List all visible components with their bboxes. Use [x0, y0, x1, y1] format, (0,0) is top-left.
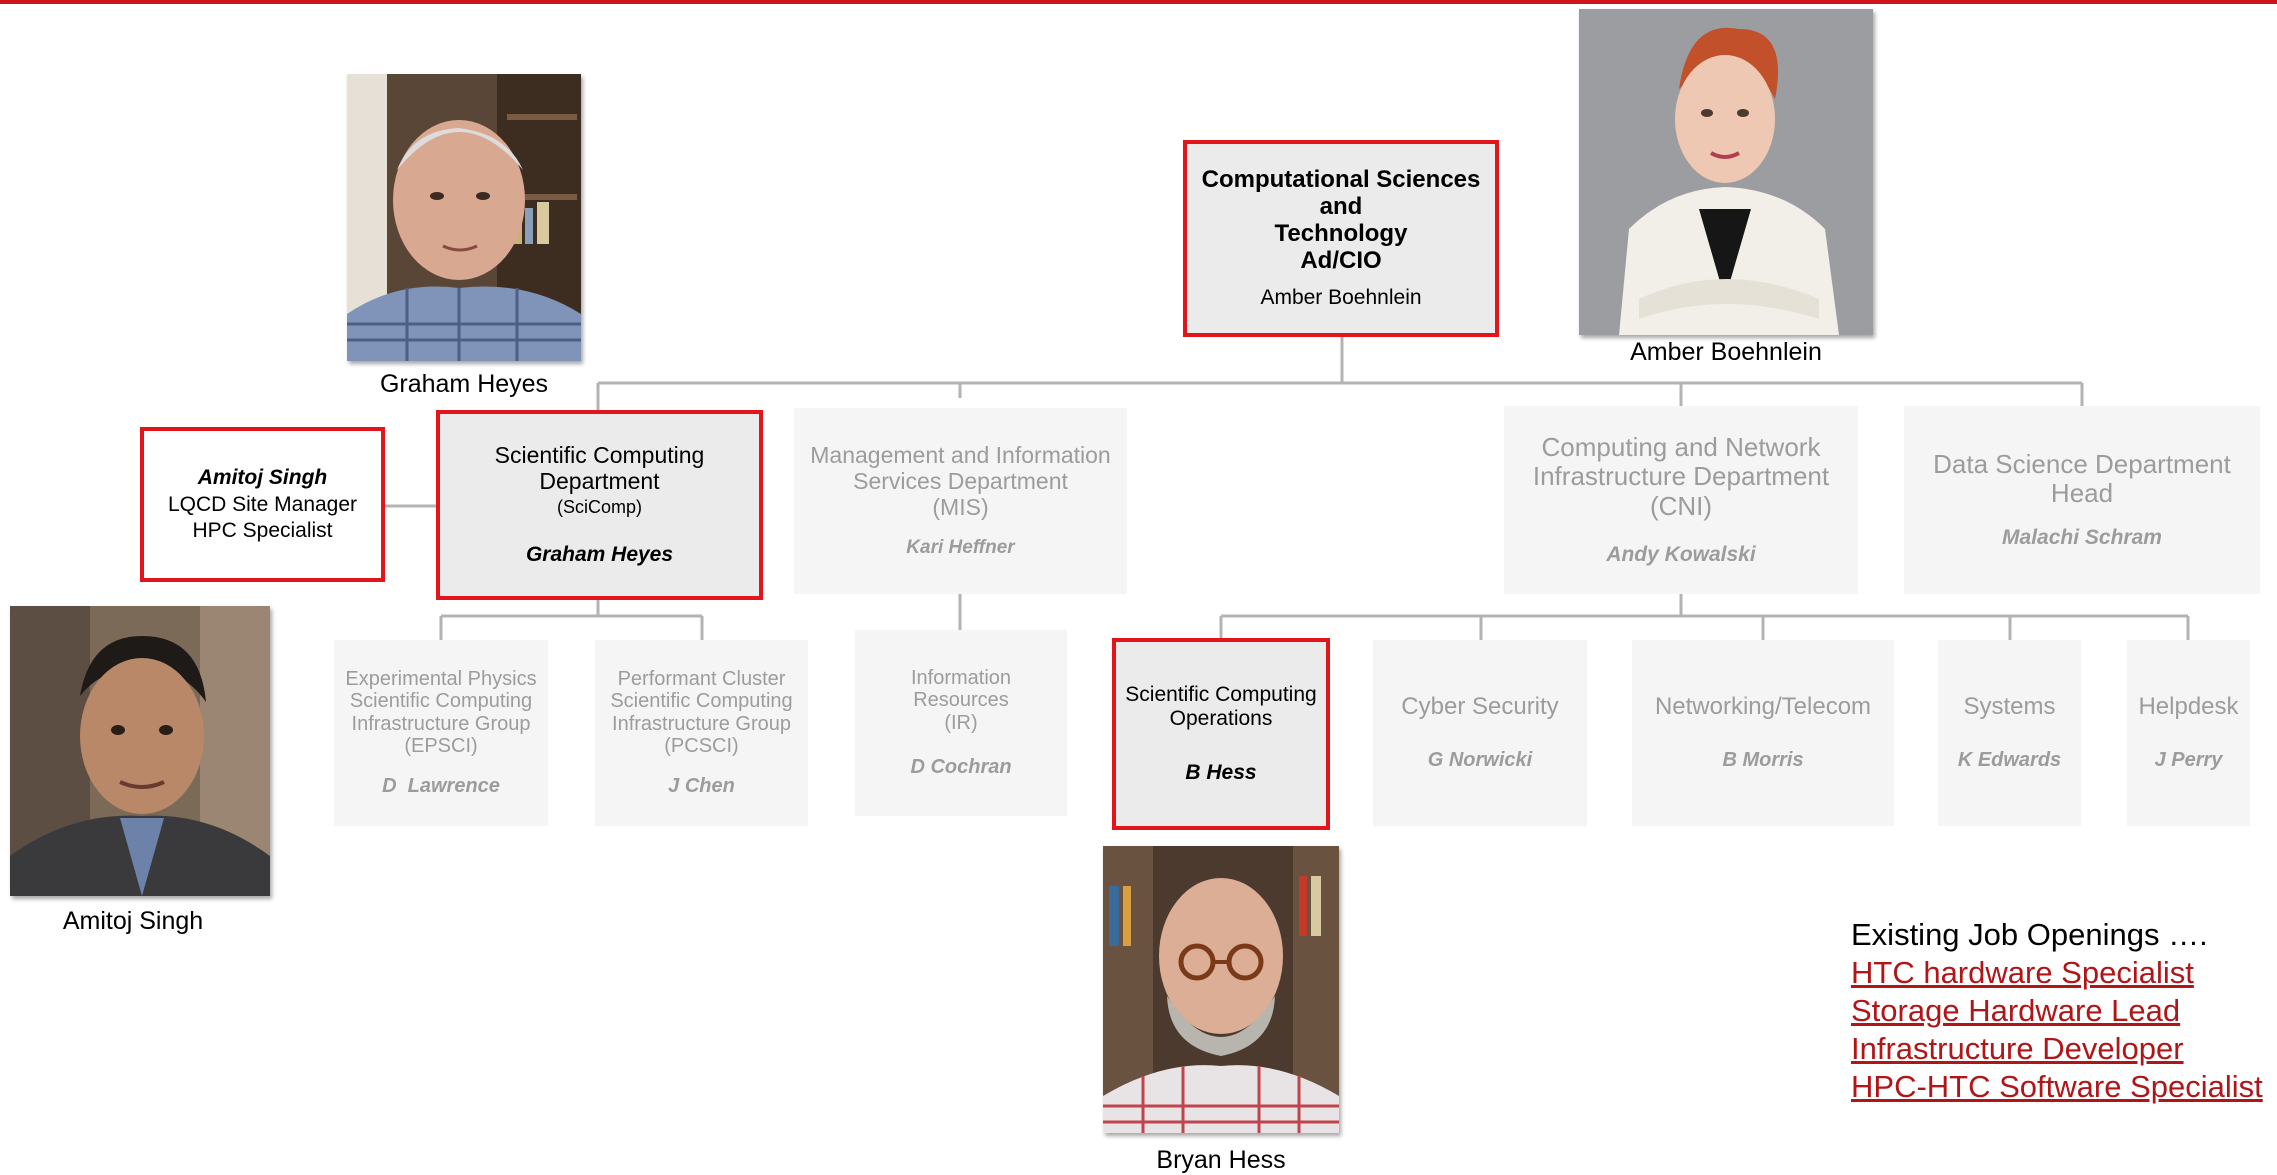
- pcsci-line3: Infrastructure Group: [612, 712, 791, 735]
- cyber-group-box: Cyber Security G Norwicki: [1373, 640, 1587, 826]
- cni-person: Andy Kowalski: [1606, 542, 1756, 566]
- job-openings-heading: Existing Job Openings ….: [1851, 917, 2208, 952]
- ciso-box: Computational Sciences and Technology Ad…: [1183, 140, 1499, 337]
- pcsci-line2: Scientific Computing: [610, 690, 793, 713]
- net-person: B Morris: [1722, 748, 1804, 771]
- top-accent-bar: [0, 0, 2277, 4]
- scicomp-line2: (SciComp): [556, 496, 642, 517]
- pcsci-group-box: Performant Cluster Scientific Computing …: [595, 640, 808, 826]
- job-link-storage-hardware-lead[interactable]: Storage Hardware Lead: [1851, 993, 2181, 1028]
- cni-dept-box: Computing and Network Infrastructure Dep…: [1504, 406, 1858, 594]
- lqcd-name: Amitoj Singh: [197, 466, 328, 490]
- helpdesk-person: J Perry: [2154, 748, 2223, 771]
- cni-line1: Computing and Network: [1541, 432, 1821, 463]
- epsci-group-box: Experimental Physics Scientific Computin…: [334, 640, 548, 826]
- systems-group-box: Systems K Edwards: [1938, 640, 2081, 826]
- pcsci-line1: Performant Cluster: [617, 667, 786, 690]
- ciso-title-line3: Ad/CIO: [1300, 246, 1382, 274]
- ds-line1: Data Science Department: [1933, 448, 2231, 479]
- systems-person: K Edwards: [1957, 748, 2062, 771]
- amber-boehnlein-caption: Amber Boehnlein: [1630, 338, 1822, 366]
- mis-person: Kari Heffner: [906, 536, 1015, 558]
- epsci-line2: Scientific Computing: [349, 690, 533, 713]
- job-link-hpc-htc-software-specialist[interactable]: HPC-HTC Software Specialist: [1851, 1069, 2263, 1104]
- graham-heyes-caption: Graham Heyes: [379, 370, 549, 398]
- cyber-line1: Cyber Security: [1401, 693, 1559, 721]
- ir-person: D Cochran: [910, 756, 1012, 779]
- ciso-person: Amber Boehnlein: [1260, 286, 1422, 310]
- bryan-hess-photo: [1103, 846, 1339, 1133]
- epsci-line3: Infrastructure Group: [351, 712, 531, 735]
- lqcd-role2: HPC Specialist: [192, 519, 333, 543]
- epsci-person: D Lawrence: [382, 775, 500, 798]
- sco-person: B Hess: [1185, 760, 1257, 784]
- mis-dept-box: Management and Information Services Depa…: [794, 408, 1127, 594]
- mis-line3: (MIS): [932, 493, 989, 520]
- systems-line1: Systems: [1963, 693, 2056, 721]
- cyber-person: G Norwicki: [1427, 748, 1533, 771]
- job-openings: Existing Job Openings …. HTC hardware Sp…: [1851, 916, 2263, 1106]
- scicomp-line1: Scientific Computing Department: [494, 442, 705, 494]
- ciso-title-line2: Technology: [1274, 219, 1408, 247]
- job-link-htc-hardware-specialist[interactable]: HTC hardware Specialist: [1851, 955, 2194, 990]
- mis-line2: Services Department: [853, 468, 1068, 495]
- sco-group-box: Scientific Computing Operations B Hess: [1112, 638, 1330, 830]
- ds-line2: Head: [2050, 478, 2114, 508]
- pcsci-person: J Chen: [668, 775, 735, 798]
- amitoj-singh-caption: Amitoj Singh: [62, 907, 204, 935]
- ir-line3: (IR): [944, 711, 978, 734]
- epsci-line4: (EPSCI): [404, 734, 478, 757]
- scicomp-person: Graham Heyes: [525, 542, 674, 566]
- ds-person: Malachi Schram: [2002, 526, 2162, 550]
- helpdesk-group-box: Helpdesk J Perry: [2127, 640, 2250, 826]
- ir-group-box: Information Resources (IR) D Cochran: [855, 630, 1067, 816]
- net-group-box: Networking/Telecom B Morris: [1632, 640, 1894, 826]
- amitoj-singh-photo: [10, 606, 270, 896]
- helpdesk-line1: Helpdesk: [2138, 693, 2239, 721]
- scicomp-dept-box: Scientific Computing Department (SciComp…: [436, 410, 763, 600]
- sco-line2: Operations: [1169, 707, 1273, 730]
- amber-boehnlein-photo: [1579, 9, 1873, 335]
- sco-line1: Scientific Computing: [1125, 683, 1317, 707]
- lqcd-role1: LQCD Site Manager: [167, 492, 358, 516]
- ir-line1: Information: [910, 666, 1012, 689]
- cni-line3: (CNI): [1649, 490, 1713, 521]
- job-link-infrastructure-developer[interactable]: Infrastructure Developer: [1851, 1031, 2184, 1066]
- cni-line2: Infrastructure Department: [1532, 461, 1830, 492]
- ciso-title-line1: Computational Sciences and: [1201, 165, 1481, 220]
- ds-dept-box: Data Science Department Head Malachi Sch…: [1904, 406, 2260, 594]
- bryan-hess-caption: Bryan Hess: [1156, 1146, 1286, 1174]
- epsci-line1: Experimental Physics: [345, 667, 537, 690]
- ir-line2: Resources: [913, 689, 1009, 712]
- net-line1: Networking/Telecom: [1654, 693, 1872, 721]
- graham-heyes-photo: [347, 74, 581, 361]
- mis-line1: Management and Information: [810, 442, 1111, 469]
- pcsci-line4: (PCSCI): [664, 734, 739, 757]
- lqcd-box: Amitoj Singh LQCD Site Manager HPC Speci…: [140, 427, 385, 582]
